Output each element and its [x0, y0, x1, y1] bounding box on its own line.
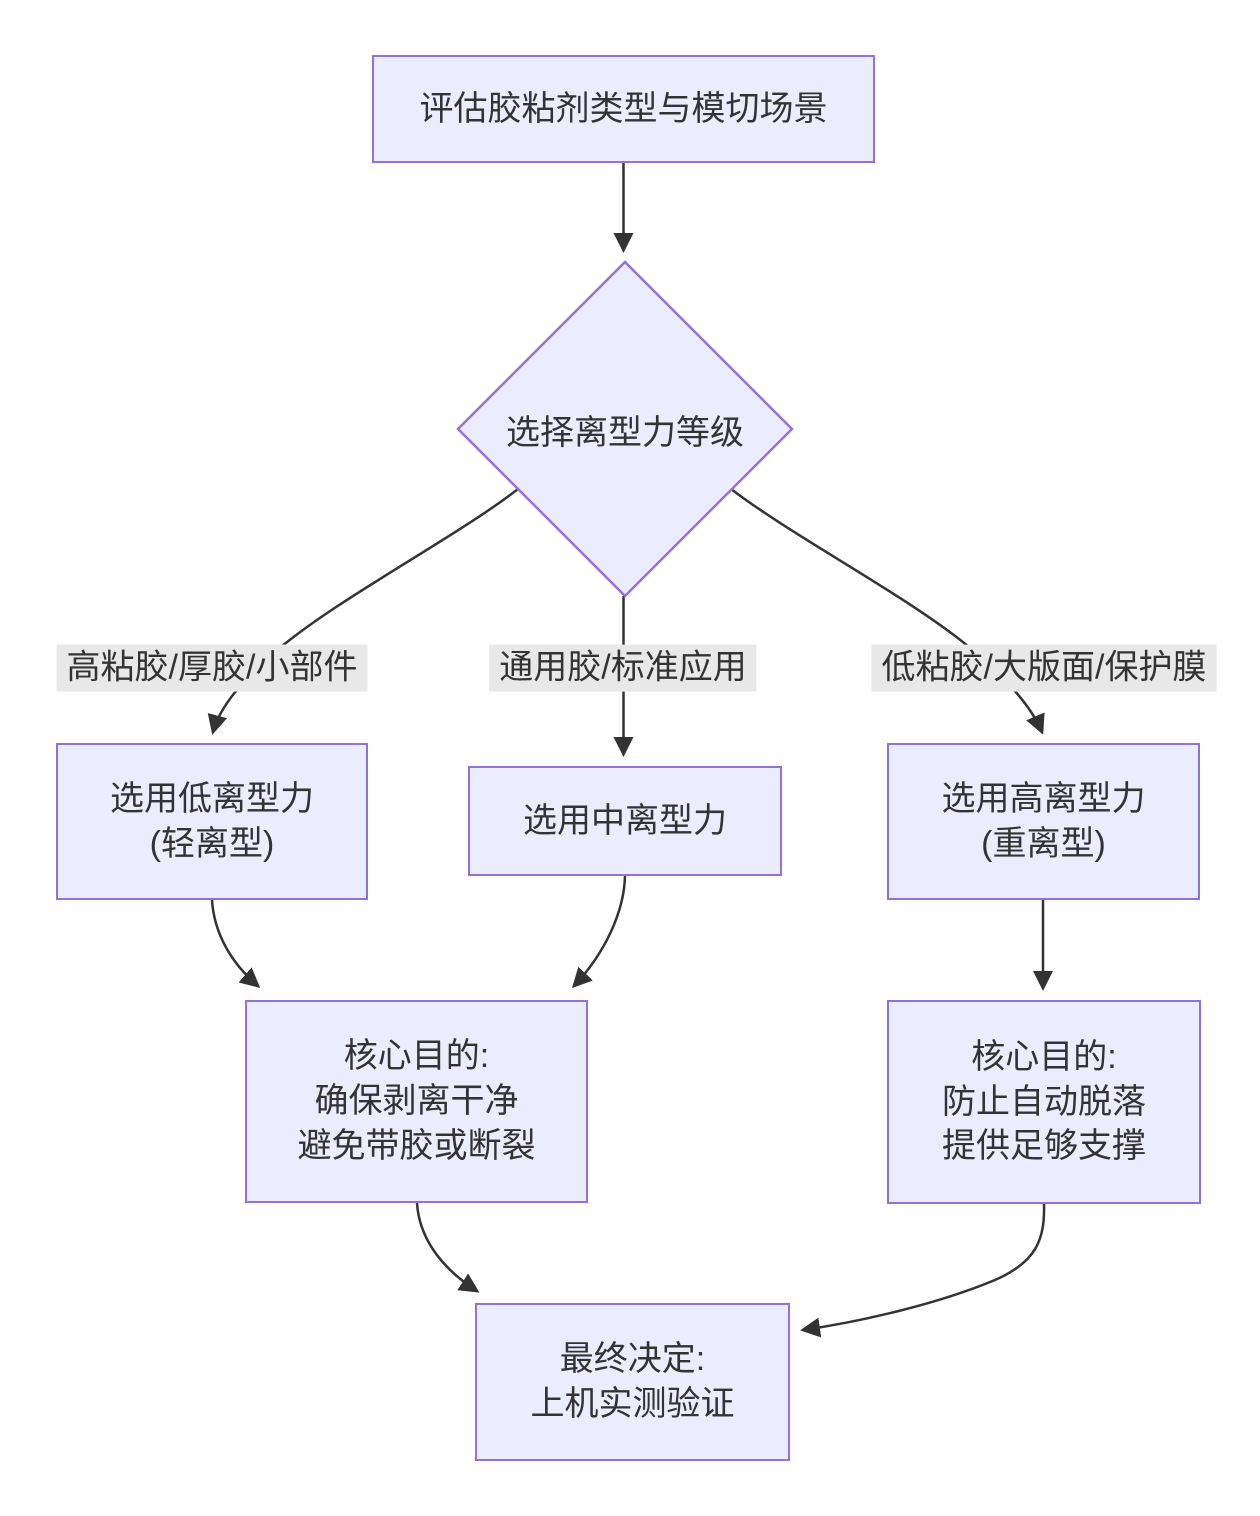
edge-label-low-tack: 低粘胶/大版面/保护膜	[871, 644, 1217, 692]
node-line: 选用中离型力	[523, 801, 727, 840]
edge-low-to-purpose-low	[210, 899, 261, 988]
node-mid-release: 选用中离型力	[468, 766, 782, 876]
edge-label-general: 通用胶/标准应用	[489, 644, 757, 692]
node-line: 选用高离型力	[941, 779, 1146, 818]
node-start-label: 评估胶粘剂类型与模切场景	[419, 89, 828, 128]
node-line: 确保剥离干净	[314, 1082, 519, 1121]
edge-label-high-tack: 高粘胶/厚胶/小部件	[56, 644, 368, 692]
node-high-release: 选用高离型力 (重离型)	[887, 743, 1200, 900]
node-decision: 选择离型力等级	[458, 262, 792, 596]
edge-decision-to-low	[207, 488, 519, 735]
node-decision-label: 选择离型力等级	[506, 413, 744, 452]
node-line: 上机实测验证	[530, 1385, 735, 1423]
node-start: 评估胶粘剂类型与模切场景	[372, 55, 875, 163]
node-line: 防止自动脱落	[942, 1082, 1146, 1121]
decision-diamond-shape	[456, 260, 794, 598]
node-line: 避免带胶或断裂	[297, 1126, 536, 1165]
node-line: 选用低离型力	[110, 779, 314, 818]
node-final-decision: 最终决定: 上机实测验证	[475, 1303, 790, 1461]
node-low-release: 选用低离型力 (轻离型)	[56, 743, 368, 900]
node-line: 核心目的:	[971, 1037, 1117, 1076]
edge-purpose-low-to-final	[415, 1202, 480, 1293]
node-line: 最终决定:	[559, 1340, 706, 1379]
node-line: (轻离型)	[149, 824, 275, 863]
node-line: (重离型)	[981, 824, 1106, 863]
edge-purpose-high-to-final	[800, 1203, 1046, 1338]
node-purpose-high: 核心目的: 防止自动脱落 提供足够支撑	[887, 1000, 1201, 1204]
node-line: 核心目的:	[343, 1037, 490, 1076]
edge-mid-to-purpose-low	[571, 875, 627, 989]
edge-decision-to-high	[730, 488, 1045, 735]
node-purpose-low: 核心目的: 确保剥离干净 避免带胶或断裂	[245, 1000, 588, 1203]
node-line: 提供足够支撑	[942, 1127, 1146, 1166]
